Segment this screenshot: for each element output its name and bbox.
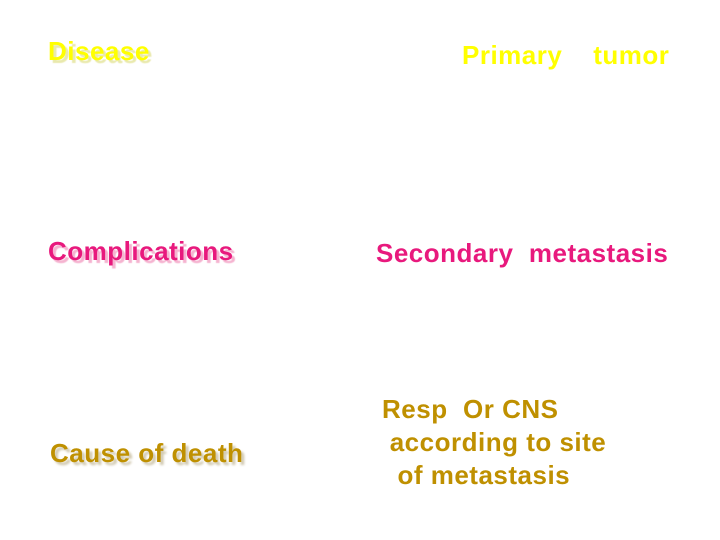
primary-tumor-text: Primary tumor — [462, 40, 670, 70]
complications-label: Complications — [48, 236, 234, 266]
disease-label: Disease — [48, 36, 150, 66]
cause-of-death-site-text: Resp Or CNS according to site of metasta… — [382, 394, 607, 490]
secondary-metastasis-text: Secondary metastasis — [376, 238, 669, 268]
cause-of-death-label: Cause of death — [50, 438, 244, 468]
